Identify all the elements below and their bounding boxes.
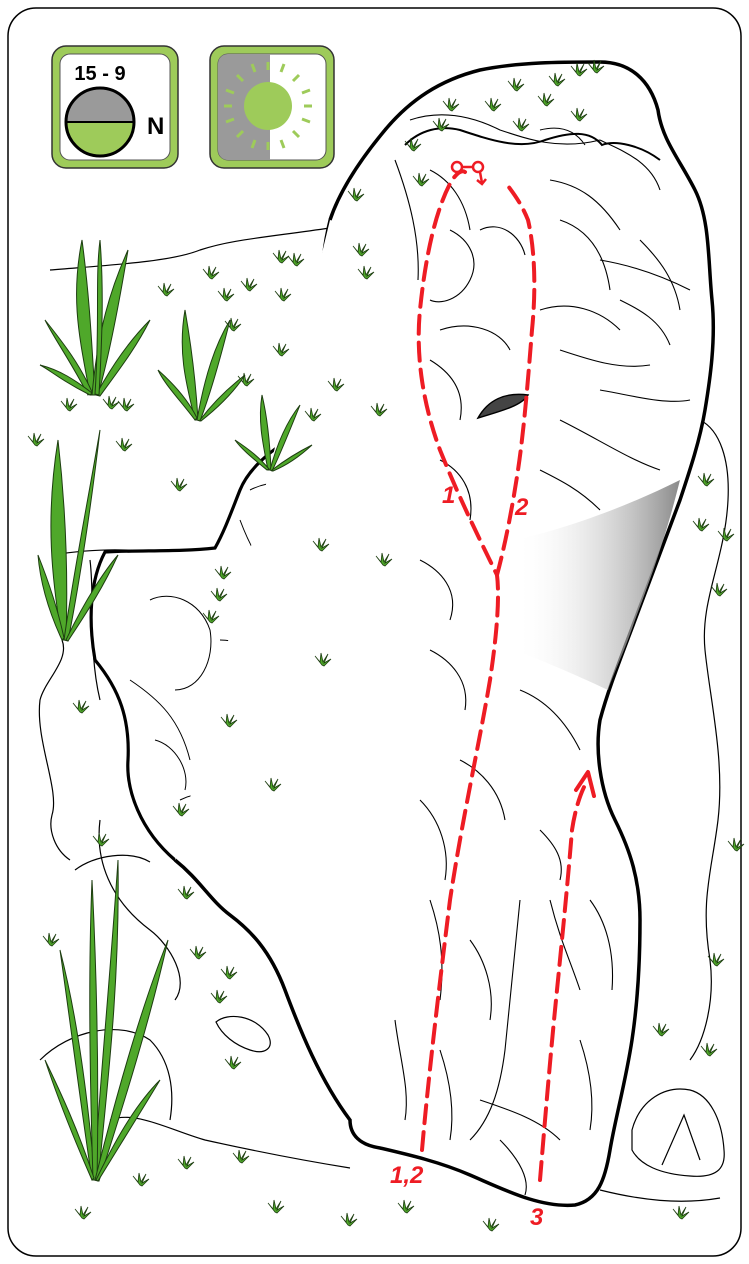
route-label-1-2: 1,2 xyxy=(390,1162,424,1189)
orientation-badge: 15 - 9 N xyxy=(52,46,178,168)
route-label-3: 3 xyxy=(530,1204,544,1231)
compass-north-letter: N xyxy=(147,113,164,140)
compass-half-shade-icon xyxy=(66,88,134,156)
sun-badge xyxy=(210,46,334,168)
route-label-2: 2 xyxy=(514,494,529,521)
orientation-time-range: 15 - 9 xyxy=(74,63,125,85)
route-label-1: 1 xyxy=(442,482,455,509)
